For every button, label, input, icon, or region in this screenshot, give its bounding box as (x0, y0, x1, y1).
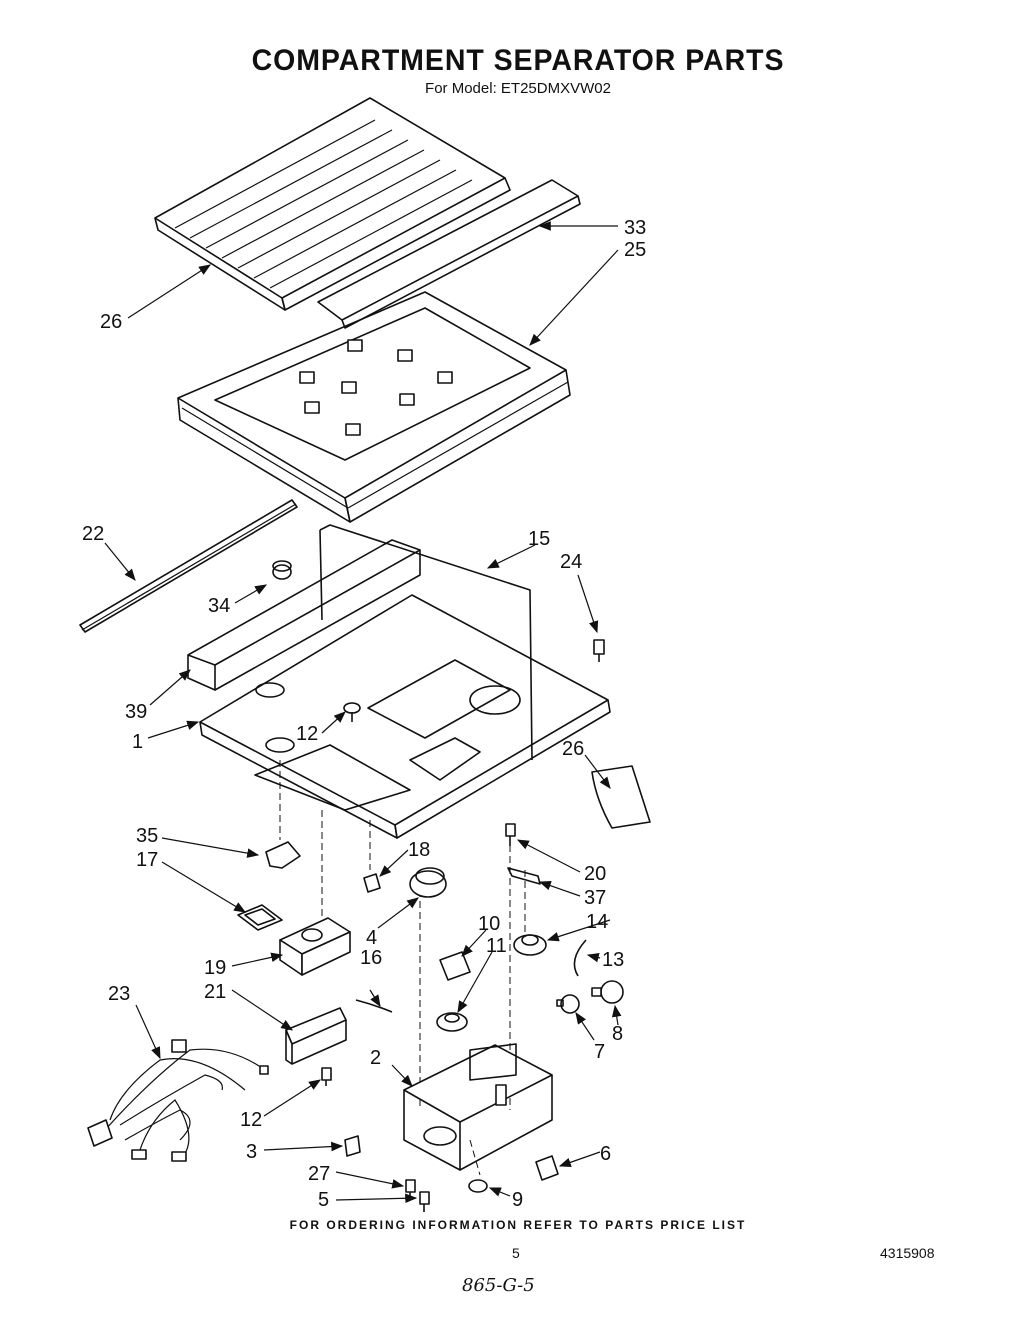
callout-6: 6 (600, 1143, 611, 1165)
alignment-lines (279, 760, 526, 1176)
callout-35: 35 (136, 825, 158, 847)
part-4-knob (409, 867, 447, 898)
part-22-wiring-harness (87, 1039, 269, 1162)
callout-2: 2 (370, 1047, 381, 1069)
part-3-clip (344, 1135, 361, 1157)
part-1-separator-panel (199, 594, 611, 839)
part-33-trim-strip (317, 179, 581, 329)
part-19-bracket (285, 1007, 347, 1065)
part-8-bulb (591, 980, 624, 1004)
part-15-tube (355, 999, 393, 1013)
callout-13: 13 (602, 949, 624, 971)
callout-8: 8 (612, 1023, 623, 1045)
part-2-control-housing (403, 1043, 553, 1171)
part-25-screw (593, 639, 605, 662)
part-39-bracket (187, 539, 421, 691)
part-7-socket (556, 994, 580, 1014)
part-10-switch (439, 951, 471, 981)
callout-21: 20 (584, 863, 606, 885)
callout-24: 27 (308, 1163, 330, 1185)
page-title: COMPARTMENT SEPARATOR PARTS (251, 44, 785, 77)
part-13-tube (573, 939, 587, 977)
part-12-screw-upper (343, 702, 361, 722)
part-27-separator-frame (177, 291, 571, 523)
part-35-clip (265, 841, 301, 869)
callout-23: 22 (82, 523, 104, 545)
callout-33: 33 (624, 217, 646, 239)
callout-27: 25 (624, 239, 646, 261)
callout-labels: 26 33 25 22 15 24 34 39 1 12 24 26 35 17… (82, 217, 646, 1211)
part-9-grommet (468, 1179, 488, 1193)
part-16-wire (319, 524, 533, 761)
model-subtitle: For Model: ET25DMXVW02 (425, 80, 611, 97)
leader-lines (104, 221, 622, 1204)
callout-1: 1 (132, 731, 143, 753)
part-20-fastener (363, 873, 381, 893)
part-28-shelf-tray (154, 97, 511, 311)
callout-37: 37 (584, 887, 606, 909)
callout-22: 23 (108, 983, 130, 1005)
part-23-gasket-strip (79, 499, 298, 633)
part-12-screw-lower (321, 1067, 332, 1086)
callout-15: 16 (360, 947, 382, 969)
part-37-tab (507, 867, 541, 885)
callout-26-label: 26 (562, 738, 584, 760)
callout-18: 17 (136, 849, 158, 871)
part-6-switch (535, 1155, 559, 1181)
callout-14: 14 (586, 911, 608, 933)
part-24-screw (405, 1179, 416, 1198)
callout-12-lower: 12 (240, 1109, 262, 1131)
part-18-plate (237, 904, 283, 931)
callout-17: 19 (204, 957, 226, 979)
callout-19: 21 (204, 981, 226, 1003)
callout-34: 34 (208, 595, 230, 617)
part-21-screw (505, 823, 516, 846)
callout-4: 4 (366, 927, 377, 949)
part-5-screw (419, 1191, 430, 1212)
callout-12-upper: 12 (296, 723, 318, 745)
callout-20: 18 (408, 839, 430, 861)
page-number: 5 (512, 1245, 520, 1261)
callout-25: 24 (560, 551, 582, 573)
callout-9: 9 (512, 1189, 523, 1211)
document-number: 4315908 (880, 1245, 935, 1261)
part-17-housing (279, 917, 351, 976)
part-14-knob (513, 934, 547, 956)
callout-3: 3 (246, 1141, 257, 1163)
callout-5: 5 (318, 1189, 329, 1211)
callout-39: 39 (125, 701, 147, 723)
callout-16: 15 (528, 528, 550, 550)
callout-10: 10 (478, 913, 500, 935)
part-34-nut (272, 560, 292, 580)
handwritten-note: 865-G-5 (462, 1275, 535, 1296)
part-11-knob (436, 1012, 468, 1032)
callout-28: 26 (100, 311, 122, 333)
callout-7: 7 (594, 1041, 605, 1063)
ordering-info-note: FOR ORDERING INFORMATION REFER TO PARTS … (289, 1218, 747, 1232)
callout-11: 11 (486, 935, 507, 957)
